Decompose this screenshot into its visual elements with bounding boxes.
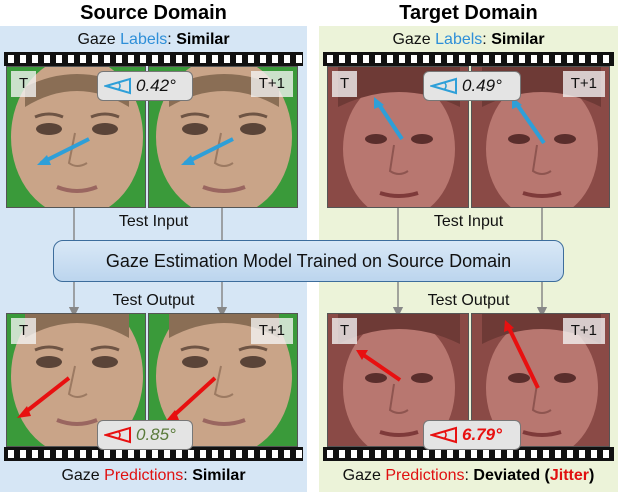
source-predictions-caption: Gaze Predictions: Similar bbox=[61, 467, 246, 484]
target-frame-t1-output: T+1 bbox=[471, 313, 610, 447]
target-test-output-label: Test Output bbox=[427, 292, 510, 309]
gaze-angle-icon bbox=[104, 77, 131, 95]
source-label-angle-box: 0.42° bbox=[97, 71, 193, 101]
source-test-input-label: Test Input bbox=[118, 213, 189, 230]
target-labels-caption: Gaze Labels: Similar bbox=[392, 31, 545, 48]
source-frame-t-output: T bbox=[6, 313, 146, 447]
target-prediction-angle: 6.79° bbox=[462, 425, 502, 444]
source-labels-caption: Gaze Labels: Similar bbox=[77, 31, 230, 48]
target-predictions-caption: Gaze Predictions: Deviated (Jitter) bbox=[342, 467, 595, 484]
source-domain-title: Source Domain bbox=[80, 2, 227, 24]
target-test-input-label: Test Input bbox=[433, 213, 504, 230]
source-prediction-angle-box: 0.85° bbox=[97, 420, 193, 450]
target-label-angle-box: 0.49° bbox=[423, 71, 521, 101]
film-strip bbox=[4, 52, 303, 66]
frame-tag-t1: T+1 bbox=[250, 71, 293, 97]
gaze-angle-icon bbox=[430, 77, 457, 95]
face-photo bbox=[472, 67, 609, 207]
frame-tag-t: T bbox=[11, 71, 37, 97]
source-test-output-label: Test Output bbox=[112, 292, 195, 309]
gaze-angle-icon bbox=[430, 426, 457, 444]
face-photo bbox=[7, 314, 145, 446]
source-prediction-angle: 0.85° bbox=[136, 425, 176, 444]
source-frame-t1-output: T+1 bbox=[148, 313, 298, 447]
target-prediction-angle-box: 6.79° bbox=[423, 420, 521, 450]
source-label-angle: 0.42° bbox=[136, 76, 176, 95]
film-strip bbox=[323, 52, 614, 66]
frame-tag-t: T bbox=[332, 71, 358, 97]
frame-tag-t: T bbox=[11, 318, 37, 344]
frame-tag-t1: T+1 bbox=[562, 71, 605, 97]
frame-tag-t1: T+1 bbox=[562, 318, 605, 344]
gaze-angle-icon bbox=[104, 426, 131, 444]
frame-tag-t: T bbox=[332, 318, 358, 344]
frame-tag-t1: T+1 bbox=[250, 318, 293, 344]
gaze-estimation-model-box: Gaze Estimation Model Trained on Source … bbox=[53, 240, 564, 282]
target-frame-t1-input: T+1 bbox=[471, 66, 610, 208]
face-photo bbox=[149, 314, 297, 446]
target-domain-title: Target Domain bbox=[399, 2, 538, 24]
target-label-angle: 0.49° bbox=[462, 76, 502, 95]
